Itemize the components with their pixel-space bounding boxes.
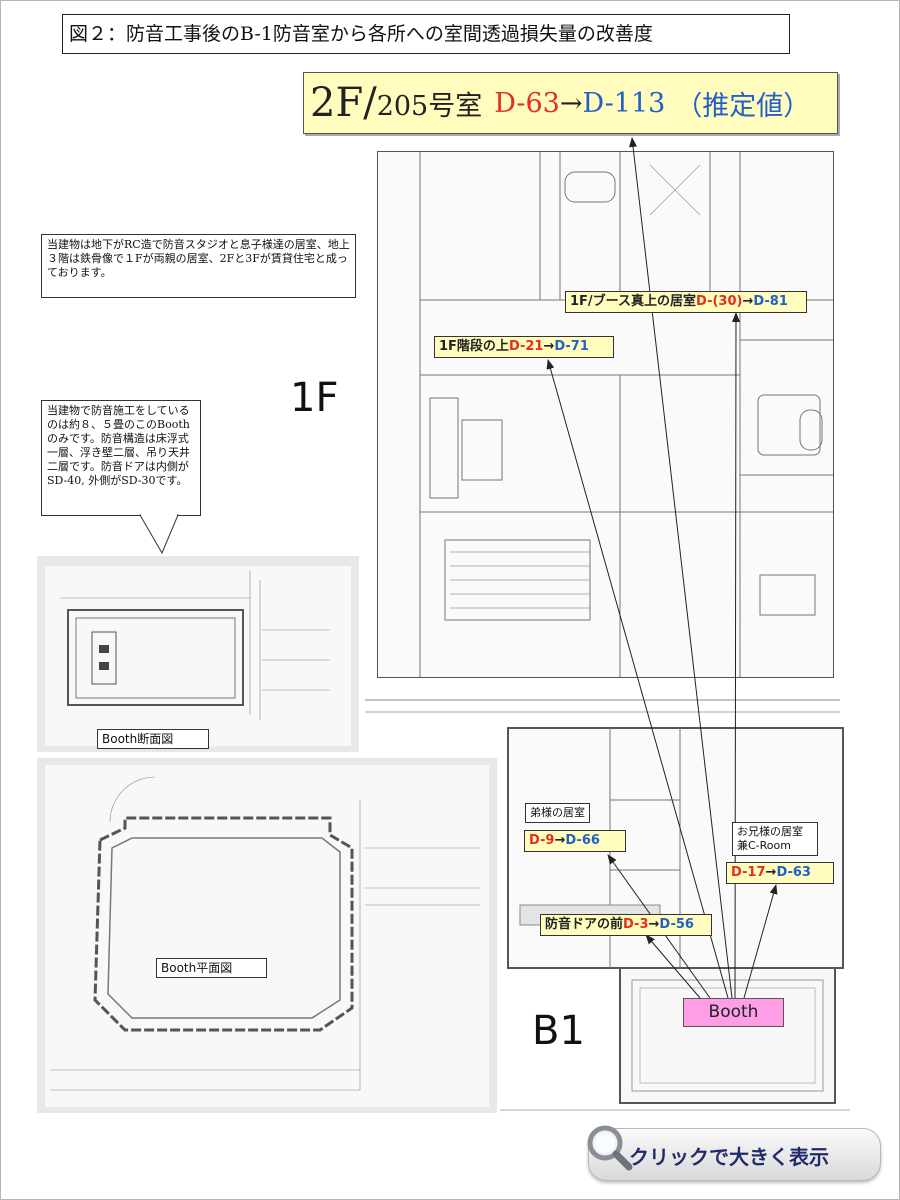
floor-1f-plan bbox=[365, 151, 840, 713]
banner-floor: 2F/ bbox=[310, 80, 377, 126]
callout-booth-above: 1F/ブース真上の居室D-(30)→D-81 bbox=[565, 291, 807, 313]
floor-2f-banner: 2F/ 205号室 D-63 → D-113 （推定値） bbox=[303, 72, 838, 134]
booth-section-drawing bbox=[37, 556, 359, 752]
callout-before-value: D-21 bbox=[508, 339, 544, 354]
callout-door-front: 防音ドアの前D-3→D-56 bbox=[540, 914, 712, 936]
callout-arrow: → bbox=[648, 917, 660, 932]
callout-after-value: D-81 bbox=[753, 294, 788, 309]
booth-note: 当建物で防音施工をしているのは約８、５畳のこのBoothのみです。防音構造は床浮… bbox=[41, 400, 201, 516]
younger-room-label: 弟様の居室 bbox=[525, 803, 590, 823]
magnifier-icon bbox=[587, 1125, 633, 1171]
callout-before-value: D-3 bbox=[623, 917, 649, 932]
arrow-to-elder-room bbox=[743, 884, 778, 999]
callout-arrow: → bbox=[742, 294, 754, 309]
building-note: 当建物は地下がRC造で防音スタジオと息子様達の居室、地上３階は鉄骨像で１Fが両親… bbox=[41, 234, 356, 298]
arrow-to-2f bbox=[629, 137, 733, 999]
banner-room: 205号室 bbox=[376, 90, 483, 122]
callout-label: 1F階段の上 bbox=[439, 339, 509, 354]
callout-after-value: D-71 bbox=[554, 339, 589, 354]
banner-arrow: → bbox=[559, 87, 583, 119]
booth-label: Booth bbox=[683, 998, 784, 1027]
callout-label: 1F/ブース真上の居室 bbox=[570, 294, 697, 309]
callout-after-value: D-66 bbox=[565, 833, 600, 848]
callout-after-value: D-63 bbox=[776, 865, 811, 880]
banner-after-value: D-113 bbox=[582, 87, 666, 119]
callout-before-value: D-9 bbox=[529, 833, 555, 848]
callout-arrow: → bbox=[543, 339, 555, 354]
booth-plan-caption: Booth平面図 bbox=[156, 958, 267, 978]
figure-title: 図２：防音工事後のB-1防音室から各所への室間透過損失量の改善度 bbox=[62, 14, 790, 54]
callout-arrow: → bbox=[554, 833, 566, 848]
arrow-to-stairs-above bbox=[546, 359, 729, 999]
note-pointer bbox=[139, 514, 179, 555]
floor-label-b1: B1 bbox=[532, 1008, 585, 1054]
banner-estimate-note: （推定値） bbox=[675, 90, 811, 122]
callout-arrow: → bbox=[765, 865, 777, 880]
zoom-button-label: クリックで大きく表示 bbox=[629, 1145, 829, 1169]
callout-after-value: D-56 bbox=[659, 917, 694, 932]
callout-before-value: D-(30) bbox=[696, 294, 743, 309]
arrow-to-door-front bbox=[645, 934, 701, 999]
zoom-button[interactable]: クリックで大きく表示 bbox=[587, 1125, 881, 1181]
banner-before-value: D-63 bbox=[494, 87, 560, 119]
callout-label: 防音ドアの前 bbox=[545, 917, 624, 932]
callout-stairs-above: 1F階段の上D-21→D-71 bbox=[434, 336, 614, 358]
callout-elder-room: D-17→D-63 bbox=[726, 862, 834, 884]
floor-label-1f: 1F bbox=[290, 375, 339, 421]
elder-room-label: お兄様の居室 兼C-Room bbox=[732, 822, 818, 856]
floor-b1-plan bbox=[500, 727, 850, 1111]
booth-section-caption: Booth断面図 bbox=[97, 729, 209, 749]
callout-before-value: D-17 bbox=[731, 865, 766, 880]
callout-younger-room: D-9→D-66 bbox=[524, 830, 626, 852]
booth-plan-drawing bbox=[37, 758, 497, 1113]
